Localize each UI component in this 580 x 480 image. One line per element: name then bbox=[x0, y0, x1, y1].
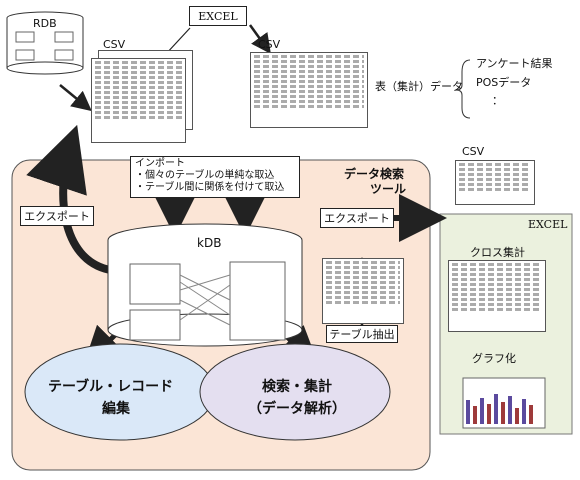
csv-left-doc bbox=[91, 58, 186, 143]
search-label-1: 検索・集計 bbox=[262, 379, 332, 395]
csv-right-label: CSV bbox=[258, 38, 281, 51]
import-line-2: ・テーブル間に関係を付けて取込 bbox=[135, 182, 285, 193]
table-data-label: 表（集計）データ bbox=[375, 80, 463, 93]
csv-left-label: CSV bbox=[103, 38, 126, 51]
search-label-2: （データ解析） bbox=[248, 401, 346, 417]
search-ellipse bbox=[199, 343, 391, 441]
import-line-1: ・個々のテーブルの単純な取込 bbox=[135, 170, 275, 181]
data-item-survey: アンケート結果 bbox=[476, 57, 553, 70]
excel-panel-label: EXCEL bbox=[528, 218, 568, 231]
import-box: インポート ・個々のテーブルの単純な取込 ・テーブル間に関係を付けて取込 bbox=[130, 156, 300, 198]
cross-tab-table bbox=[448, 260, 546, 332]
import-title: インポート bbox=[135, 158, 185, 169]
graph-label: グラフ化 bbox=[472, 352, 516, 365]
excel-top-box: EXCEL bbox=[189, 6, 247, 26]
data-item-pos: POSデータ bbox=[476, 76, 532, 89]
tool-title-2: ツール bbox=[370, 182, 407, 196]
kdb-label: kDB bbox=[197, 236, 222, 250]
edit-label-1: テーブル・レコード bbox=[48, 379, 174, 395]
rdb-label: RDB bbox=[33, 17, 57, 30]
mini-chart bbox=[466, 386, 542, 424]
cross-tab-label: クロス集計 bbox=[470, 246, 525, 259]
export-right-box: エクスポート bbox=[320, 208, 394, 228]
csv-output-label: CSV bbox=[462, 145, 485, 158]
edit-label-2: 編集 bbox=[102, 401, 130, 417]
tool-title-1: データ検索 bbox=[344, 167, 405, 181]
csv-right-doc bbox=[250, 52, 368, 128]
export-left-box: エクスポート bbox=[20, 206, 94, 226]
table-extract-box: テーブル抽出 bbox=[326, 325, 398, 343]
extracted-table-doc bbox=[322, 258, 404, 324]
csv-output-doc bbox=[455, 160, 535, 205]
data-item-more: ： bbox=[492, 94, 503, 107]
